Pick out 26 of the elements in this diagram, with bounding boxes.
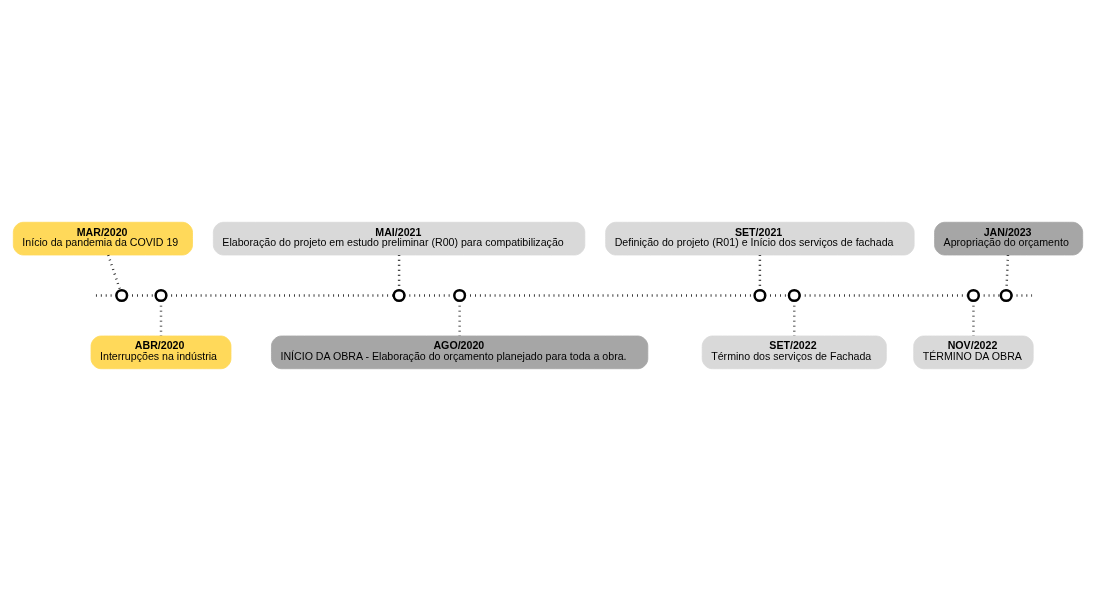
- node-circle: [154, 288, 168, 302]
- node-circle: [115, 288, 129, 302]
- connector: [458, 300, 461, 336]
- node-box: AGO/2020 INÍCIO DA OBRA - Elaboração do orçamento planejado para toda a obra.: [271, 335, 649, 369]
- connector: [127, 293, 156, 297]
- connector: [166, 293, 394, 297]
- node-circle: [753, 288, 767, 302]
- node-circle: [392, 288, 406, 302]
- node-box: NOV/2022 TÉRMINO DA OBRA: [913, 335, 1034, 369]
- connector: [107, 254, 122, 291]
- connector: [978, 293, 1001, 297]
- node-box: SET/2021 Definição do projeto (R01) e Início dos serviços de fachada: [605, 221, 915, 255]
- node-box: JAN/2023 Apropriação do orçamento: [934, 221, 1084, 255]
- node-box: MAI/2021 Elaboração do projeto em estudo preliminar (R00) para compatibilização: [212, 221, 586, 255]
- connector: [1011, 293, 1033, 297]
- connector: [765, 293, 789, 297]
- connector: [972, 300, 975, 336]
- node-box: SET/2022 Término dos serviços de Fachada: [701, 335, 887, 369]
- node-circle: [999, 288, 1013, 302]
- node-box: ABR/2020 Interrupções na indústria: [90, 335, 232, 369]
- node-circle: [787, 288, 801, 302]
- node-box: MAR/2020 Início da pandemia da COVID 19: [12, 221, 193, 255]
- node-circle: [966, 288, 980, 302]
- connector: [793, 300, 796, 336]
- node-circle: [453, 288, 467, 302]
- connector: [799, 293, 969, 297]
